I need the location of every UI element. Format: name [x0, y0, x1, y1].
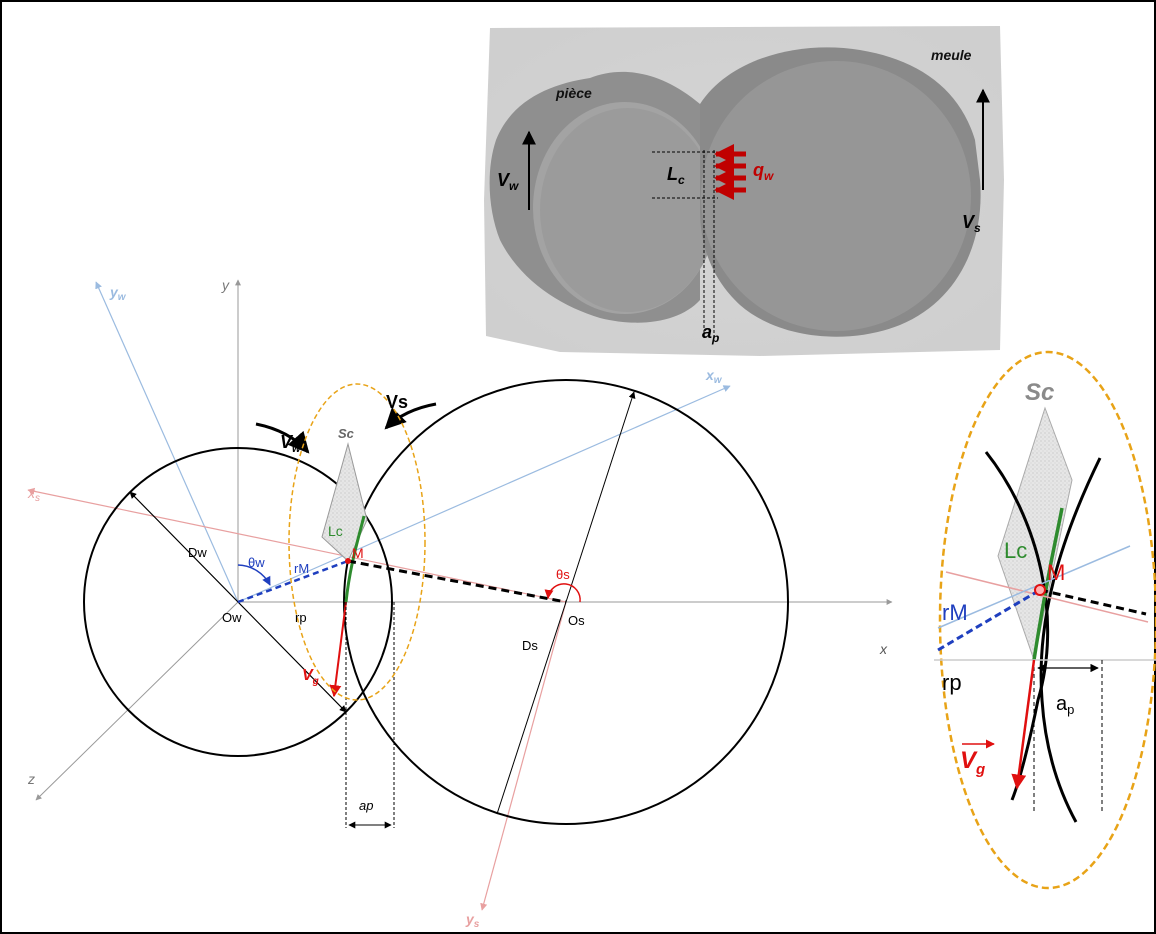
workpiece-circle — [83, 447, 393, 757]
zoom-rm-line — [937, 588, 1041, 652]
meule-label: meule — [931, 47, 972, 63]
zoom-m-os-line — [1039, 588, 1147, 616]
zoom-xw-line — [937, 545, 1131, 629]
dw-label: Dw — [188, 545, 207, 560]
dw-arrow-top — [129, 491, 239, 603]
zoom-inset: Sc Lc M rM rp ap Vg — [934, 350, 1156, 890]
lc-photo-label: Lc — [667, 164, 685, 187]
m-main-label: M — [352, 545, 364, 561]
ap-main-label: ap — [359, 798, 373, 813]
ap-photo-label: ap — [702, 322, 719, 345]
zoom-ellipse — [938, 350, 1156, 890]
wheel-circle — [343, 379, 789, 825]
z-label: z — [27, 771, 35, 787]
wheel-cylinder — [700, 47, 981, 337]
xs-label: xs — [27, 485, 40, 504]
vs-rotation-arrow — [384, 402, 437, 430]
sc-contact-section — [321, 442, 368, 562]
workpiece-cylinder — [489, 71, 717, 323]
grinding-photo: pièce meule Vw Lc qw Vs ap — [484, 26, 1004, 356]
m-os-line — [347, 559, 567, 604]
vw-main-label: Vw — [280, 432, 302, 455]
qw-photo-label: qw — [753, 160, 774, 183]
ds-label: Ds — [522, 638, 538, 653]
vw-rotation-arrow — [255, 422, 310, 454]
yw-axis — [95, 281, 239, 603]
xw-axis — [237, 385, 731, 603]
ys-axis — [480, 601, 567, 911]
vg-main-label: Vg — [302, 667, 319, 687]
xw-label: xw — [705, 367, 723, 386]
rp-main-label: rp — [295, 610, 307, 625]
zoom-ap-label: ap — [1056, 693, 1074, 717]
lc-arc — [344, 515, 366, 603]
wheel-arc-helper — [346, 602, 392, 700]
zoom-vg-label: Vg — [960, 739, 995, 778]
zoom-rm-label: rM — [942, 600, 968, 625]
zoom-rp-label: rp — [942, 670, 962, 695]
zoom-lc-arc — [1032, 507, 1064, 661]
rm-main-label: rM — [294, 561, 309, 576]
svg-text:Vg: Vg — [960, 747, 985, 778]
vs-main-label: Vs — [386, 392, 408, 412]
theta-w-arc — [237, 564, 271, 586]
piece-label: pièce — [555, 85, 592, 101]
xs-axis — [27, 487, 567, 603]
vw-photo-label: Vw — [497, 170, 519, 193]
lc-main-label: Lc — [328, 523, 343, 539]
x-label: x — [879, 641, 888, 657]
vg-arrow — [329, 601, 347, 698]
ds-line-bottom — [496, 601, 567, 815]
ow-label: Ow — [222, 610, 242, 625]
vs-photo-label: Vs — [962, 212, 981, 235]
zoom-wheel-arc — [1039, 457, 1102, 823]
m-point — [345, 558, 351, 564]
main-geometry: yw y xw xs ys x z Vw Vs Sc Lc M rM θw θs… — [27, 277, 893, 930]
theta-s-label: θs — [556, 567, 570, 582]
theta-s-arc — [544, 583, 581, 603]
zoom-m-point — [1034, 584, 1046, 596]
theta-w-label: θw — [248, 555, 265, 570]
y-label: y — [221, 277, 230, 293]
zoom-sc-label: Sc — [1025, 379, 1054, 406]
heat-flux-arrows — [714, 144, 746, 200]
os-label: Os — [568, 613, 585, 628]
ys-label: ys — [465, 911, 480, 930]
ds-arrow-top — [565, 391, 636, 603]
zoom-lc-label: Lc — [1004, 538, 1027, 563]
yw-label: yw — [109, 284, 127, 303]
contact-zoom-ellipse — [288, 383, 426, 701]
z-axis — [35, 601, 239, 801]
dw-arrow-bottom — [237, 601, 347, 713]
zoom-sc-section — [997, 406, 1073, 662]
zoom-xs-line — [945, 571, 1149, 623]
zoom-m-label: M — [1047, 560, 1065, 585]
sc-main-label: Sc — [338, 426, 355, 441]
zoom-vg-arrow — [1011, 659, 1036, 790]
